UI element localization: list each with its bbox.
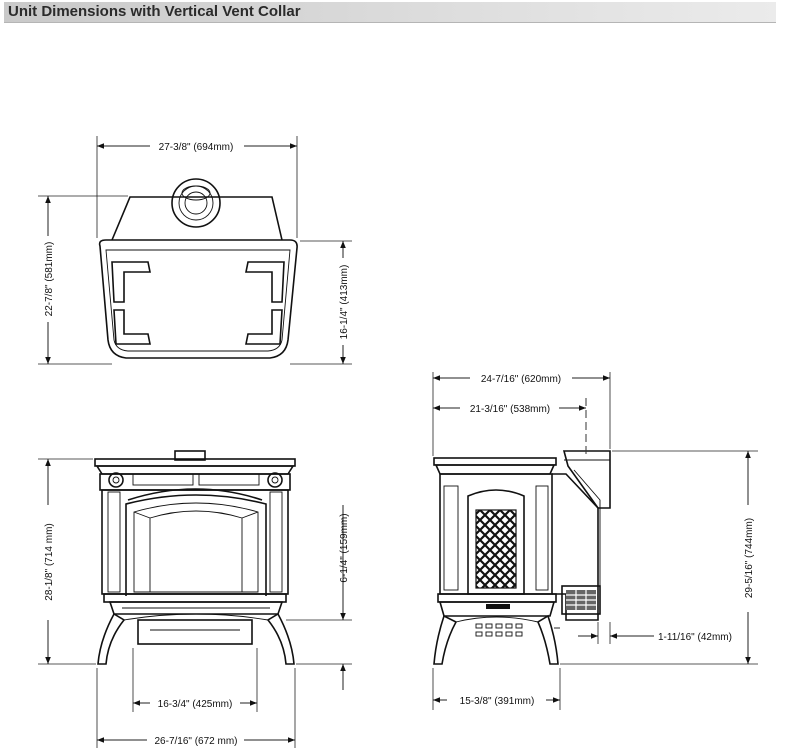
air-vent-slots <box>475 623 523 637</box>
side-overall-depth-dimension: 24-7/16" (620mm) <box>432 372 611 456</box>
front-view-stove-outline <box>94 450 296 665</box>
top-view: 27-3/8" (694mm) 22-7/8" (581mm) 16-1/4" … <box>38 136 352 365</box>
floor-to-opening-dimension: 6-1/4" (159mm) <box>286 505 352 690</box>
front-view: 28-1/8" (714 mm) 6-1/4" (159mm) 16-3/4" … <box>38 450 352 748</box>
rear-offset-label: 1-11/16" (42mm) <box>658 632 732 643</box>
top-view-depth-dimension: 22-7/8" (581mm) <box>38 195 128 365</box>
side-view: 24-7/16" (620mm) 21-3/16" (538mm) 29-5/1… <box>432 372 758 710</box>
rear-heat-box-grille <box>566 590 596 610</box>
section-title: Unit Dimensions with Vertical Vent Colla… <box>8 3 301 20</box>
top-plate-depth-dimension: 16-1/4" (413mm) <box>290 240 352 365</box>
leg-depth-label: 15-3/8" (391mm) <box>460 696 535 707</box>
section-header-bar: Unit Dimensions with Vertical Vent Colla… <box>4 2 776 23</box>
leg-span-dimension: 16-3/4" (425mm) <box>132 648 258 712</box>
floor-to-opening-label: 6-1/4" (159mm) <box>339 513 350 582</box>
leg-span-label: 16-3/4" (425mm) <box>158 699 233 710</box>
front-height-dimension: 28-1/8" (714 mm) <box>38 458 96 665</box>
collar-center-dimension: 21-3/16" (538mm) <box>433 398 587 456</box>
collar-height-dimension: 29-5/16" (744mm) <box>560 450 758 665</box>
side-depth-label: 24-7/16" (620mm) <box>481 374 561 385</box>
front-overall-width-dimension: 26-7/16" (672 mm) <box>96 668 296 748</box>
top-view-width-dimension: 27-3/8" (694mm) <box>96 136 298 238</box>
top-view-stove-outline <box>98 178 298 359</box>
top-width-label: 27-3/8" (694mm) <box>159 142 234 153</box>
rear-offset-dimension: 1-11/16" (42mm) <box>578 622 732 644</box>
top-depth-label: 22-7/8" (581mm) <box>44 242 55 317</box>
leg-depth-dimension: 15-3/8" (391mm) <box>432 668 561 710</box>
front-height-label: 28-1/8" (714 mm) <box>44 523 55 600</box>
front-width-label: 26-7/16" (672 mm) <box>154 736 237 747</box>
top-plate-depth-label: 16-1/4" (413mm) <box>339 265 350 340</box>
collar-center-label: 21-3/16" (538mm) <box>470 404 550 415</box>
collar-height-label: 29-5/16" (744mm) <box>744 518 755 598</box>
side-view-stove-outline <box>433 450 611 665</box>
